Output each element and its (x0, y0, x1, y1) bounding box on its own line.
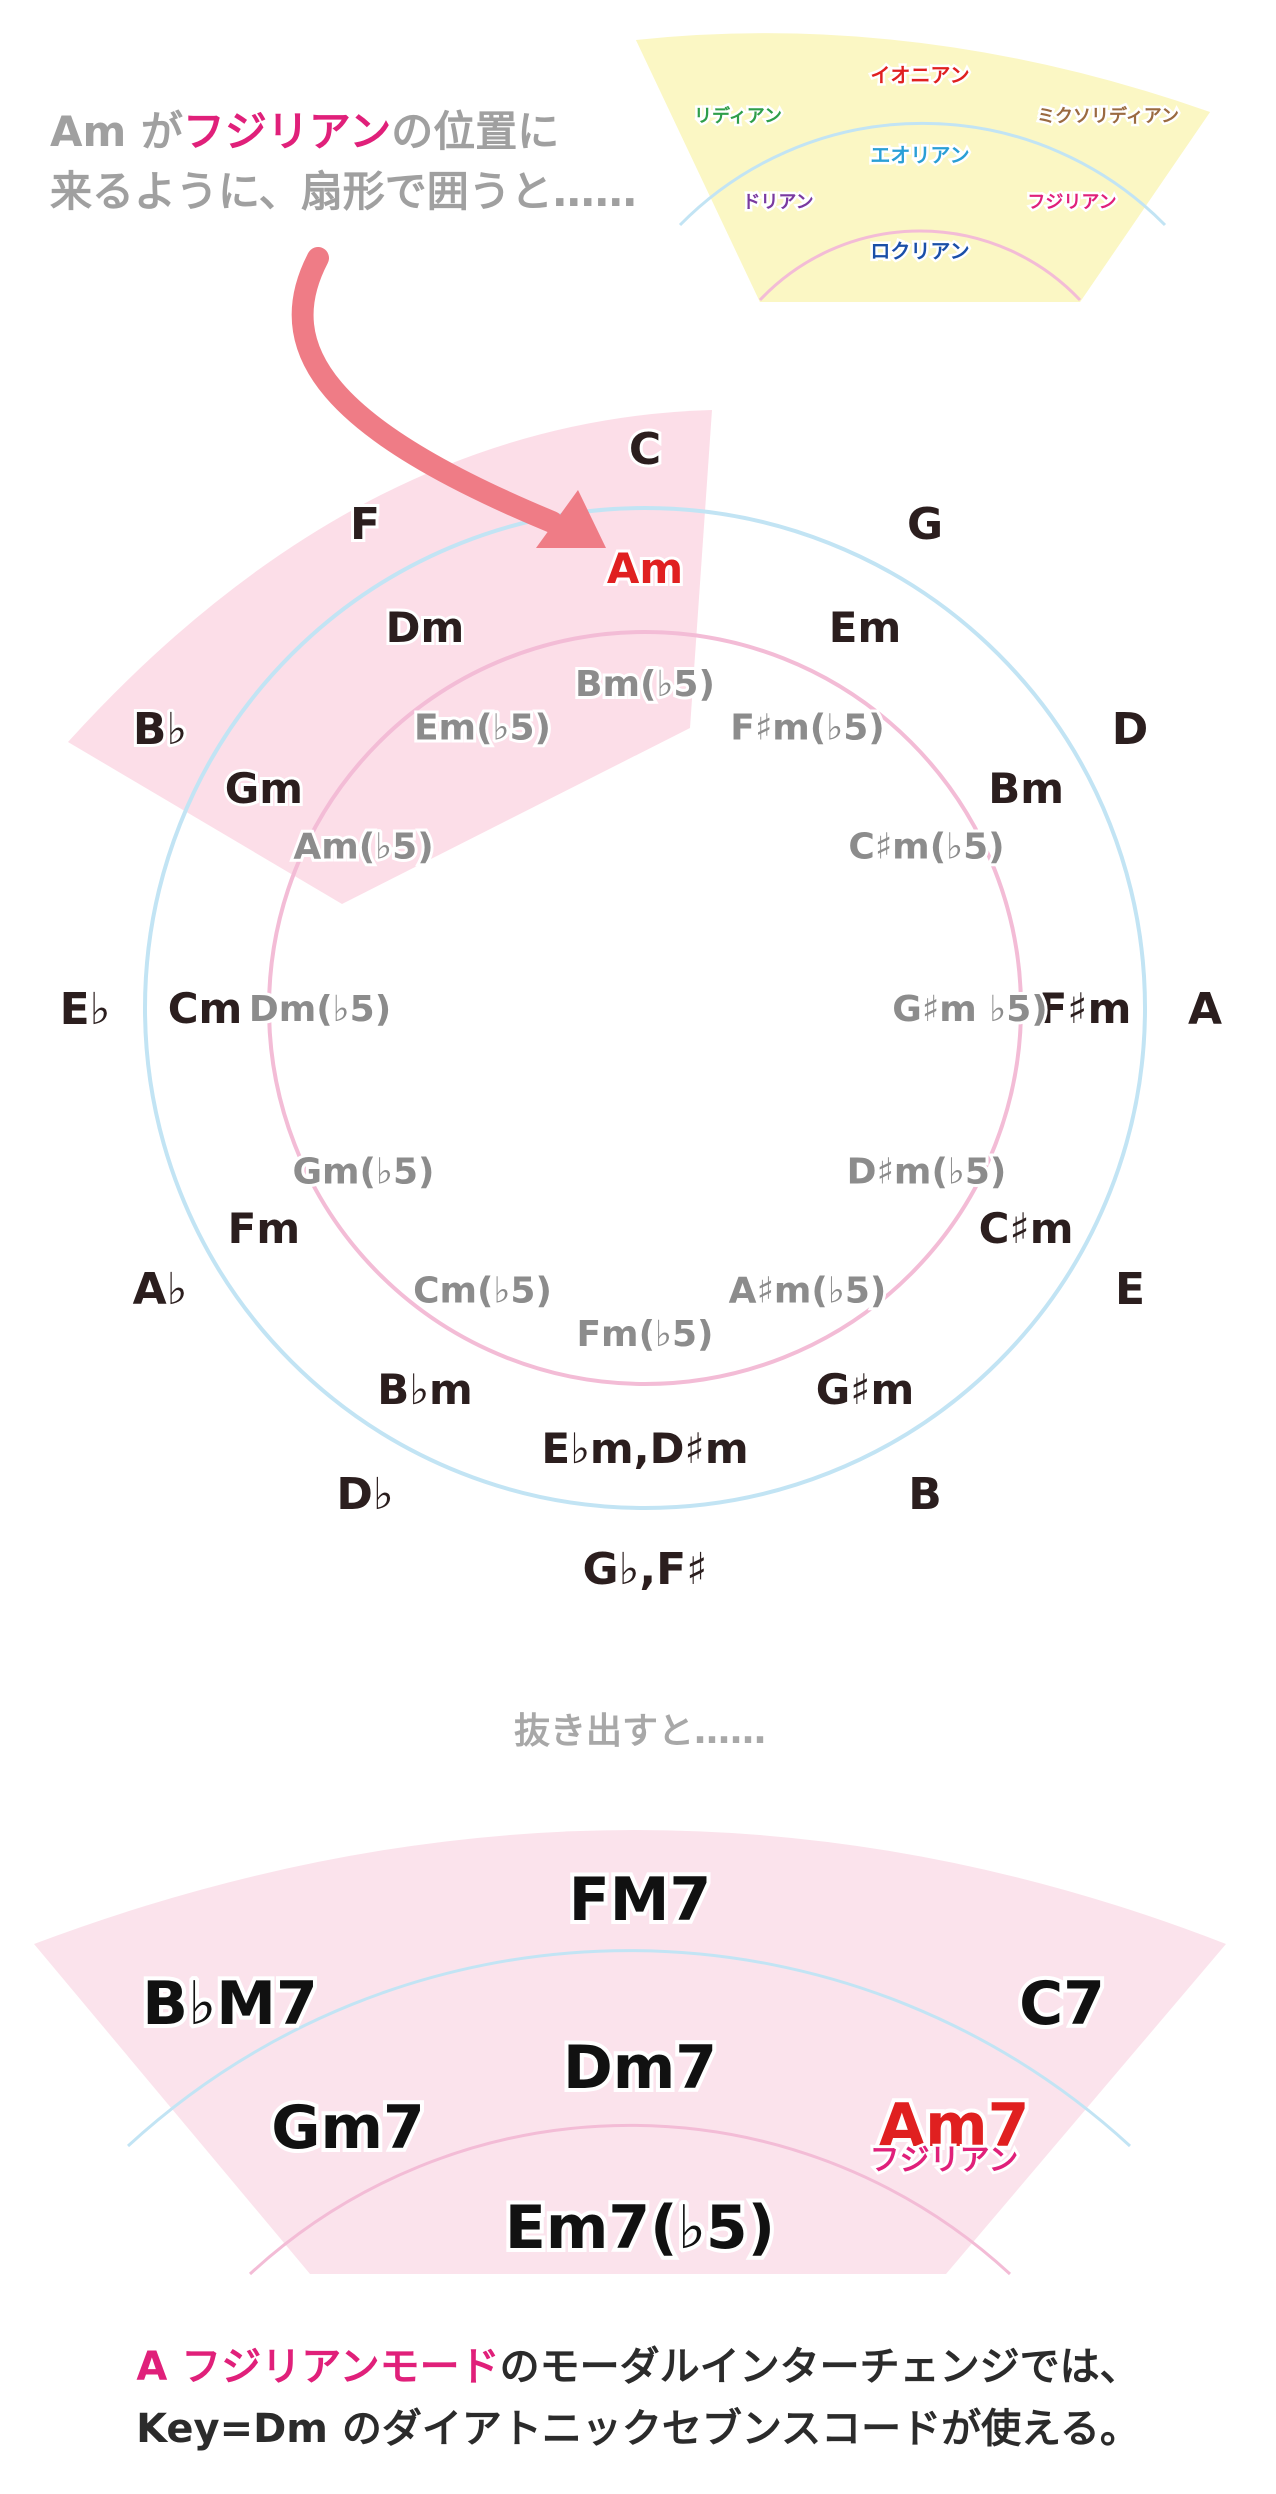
middle-key-label-6: E♭m,D♯m (541, 1424, 748, 1473)
outer-key-label-8: A♭ (133, 1264, 188, 1315)
middle-key-label-2: Bm (988, 764, 1064, 813)
middle-key-label-3: F♯m (1039, 984, 1132, 1033)
outer-key-label-0: C (629, 424, 661, 475)
extracted-fan-shape (34, 1830, 1226, 2274)
legend-inner-arc (758, 229, 1082, 302)
middle-key-label-11: Dm (386, 603, 465, 652)
legend-ionian: イオニアン (870, 63, 969, 87)
extracted-chord-outer-0: B♭M7 (142, 1969, 318, 2039)
inner-key-label-0: Bm(♭5) (575, 664, 715, 705)
outer-key-label-11: F (350, 499, 380, 550)
caption-line2: Key=Dm のダイアトニックセブンスコードが使える。 (136, 2406, 1140, 2452)
outer-key-label-9: E♭ (60, 984, 111, 1035)
inner-key-label-8: Gm(♭5) (293, 1152, 435, 1193)
legend-dorian: ドリアン (742, 192, 813, 213)
inner-key-label-10: Am(♭5) (293, 827, 433, 868)
outer-key-label-10: B♭ (133, 704, 187, 755)
intro-phrygian-highlight: フジリアン (182, 107, 392, 156)
outer-key-label-7: D♭ (336, 1469, 393, 1520)
inner-key-label-3: G♯m ♭5) (892, 989, 1048, 1030)
outer-key-label-4: E (1115, 1264, 1145, 1315)
intro-line1-post: の位置に (391, 107, 560, 156)
inner-key-label-2: C♯m(♭5) (848, 827, 1004, 868)
inner-key-label-9: Dm(♭5) (249, 989, 391, 1030)
middle-key-label-1: Em (829, 603, 901, 652)
caption: A フジリアンモードのモーダルインターチェンジでは、 Key=Dm のダイアトニッ… (0, 2336, 1276, 2460)
inner-key-label-11: Em(♭5) (414, 708, 551, 749)
middle-key-label-5: G♯m (816, 1365, 915, 1414)
outer-key-label-1: G (907, 499, 943, 550)
intro-line1-pre: Am が (50, 107, 183, 156)
legend-lydian: リディアン (694, 105, 782, 127)
middle-key-label-10: Gm (225, 764, 303, 813)
legend-aeolian: エオリアン (870, 143, 969, 167)
extract-label: 抜き出すと…… (514, 1711, 766, 1752)
extracted-inner-arc (248, 2123, 1012, 2276)
middle-key-label-7: B♭m (377, 1365, 473, 1414)
middle-key-label-0: Am (607, 544, 683, 593)
legend-fan-top (636, 33, 1210, 302)
extracted-chord-middle-0: Gm7 (271, 2093, 425, 2163)
outer-key-label-6: G♭,F♯ (583, 1544, 708, 1595)
extracted-chord-outer-2: C7 (1019, 1969, 1105, 2039)
caption-line1-rest: のモーダルインターチェンジでは、 (499, 2344, 1140, 2390)
extracted-chord-outer-1: FM7 (569, 1865, 711, 1935)
arrow (291, 247, 606, 548)
extracted-chord-middle-1: Dm7 (563, 2033, 717, 2103)
legend-mixolydian: ミクソリディアン (1037, 105, 1179, 127)
extracted-fan (34, 1830, 1226, 2276)
caption-mode-highlight: A フジリアンモード (136, 2344, 500, 2390)
inner-key-labels: Bm(♭5) F♯m(♭5) C♯m(♭5) G♯m ♭5) D♯m(♭5) A♯m(♭5… (246, 661, 1051, 1358)
outer-key-labels: C G D A E B G♭,F♯ D♭ A♭ E♭ B♭ F (57, 421, 1225, 1598)
inner-key-label-6: Fm(♭5) (576, 1314, 713, 1355)
intro-line2: 来るように、扇形で囲うと…… (50, 167, 637, 216)
legend-phrygian: フジリアン (1027, 192, 1116, 213)
inner-key-label-7: Cm(♭5) (413, 1270, 552, 1311)
inner-key-label-5: A♯m(♭5) (729, 1270, 887, 1311)
outer-key-label-3: A (1188, 984, 1222, 1035)
intro-text: Am がフジリアンの位置に来るように、扇形で囲うと…… (50, 102, 637, 222)
middle-key-label-8: Fm (228, 1204, 300, 1253)
extracted-outer-arc (126, 1949, 1132, 2148)
extracted-chord-inner-0: Em7(♭5) (505, 2193, 775, 2263)
inner-key-label-1: F♯m(♭5) (730, 708, 884, 749)
legend-locrian: ロクリアン (870, 239, 969, 263)
middle-key-label-9: Cm (168, 984, 243, 1033)
inner-ring (267, 630, 1023, 1386)
outer-ring (143, 506, 1147, 1510)
am7-mode-label: フジリアン (870, 2143, 1019, 2178)
mode-legend: イオニアン リディアン ミクソリディアン エオリアン ドリアン フジリアン ロク… (636, 33, 1210, 302)
extracted-chord-middle-2: Am7 (879, 2091, 1030, 2161)
outer-key-label-5: B (908, 1469, 942, 1520)
outer-key-label-2: D (1112, 704, 1149, 755)
legend-outer-arc (678, 121, 1167, 227)
middle-key-label-4: C♯m (979, 1204, 1074, 1253)
inner-key-label-4: D♯m(♭5) (847, 1152, 1007, 1193)
